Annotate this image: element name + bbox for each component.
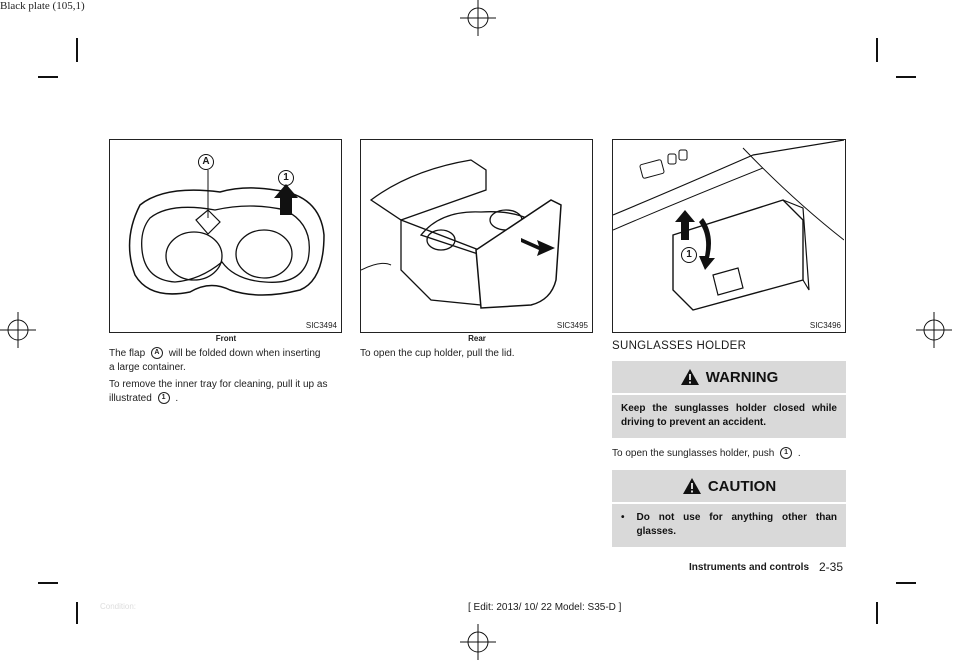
- warning-triangle-icon: [680, 369, 699, 385]
- crop-mark: [876, 38, 878, 62]
- figure-code: SIC3495: [556, 321, 588, 330]
- registration-mark-icon: [460, 624, 496, 660]
- figure-code: SIC3494: [305, 321, 337, 330]
- sunglasses-holder-illustration: [613, 140, 844, 311]
- warning-title: WARNING: [705, 368, 779, 386]
- warning-text: Keep the sunglasses holder closed while …: [621, 403, 837, 428]
- crop-mark: [896, 76, 916, 78]
- registration-mark-icon: [0, 312, 36, 348]
- crop-mark: [38, 76, 58, 78]
- caution-title: CAUTION: [707, 477, 777, 495]
- figure-caption-rear: Rear: [468, 334, 486, 343]
- callout-1: 1: [278, 170, 294, 186]
- registration-mark-icon: [460, 0, 496, 36]
- figure-sunglasses-holder: 1 SIC3496: [612, 139, 846, 333]
- crop-mark: [76, 38, 78, 62]
- marker-1: 1: [780, 447, 793, 460]
- caution-box: CAUTION • Do not use for anything other …: [612, 470, 846, 547]
- warning-header: WARNING: [612, 361, 846, 395]
- callout-1: 1: [681, 247, 697, 263]
- condition-label: Condition:: [100, 602, 137, 611]
- caution-header: CAUTION: [612, 470, 846, 504]
- front-cup-holder-illustration: [128, 170, 325, 296]
- bullet: •: [621, 512, 625, 523]
- crop-mark: [38, 582, 58, 584]
- crop-mark: [896, 582, 916, 584]
- edit-info: [ Edit: 2013/ 10/ 22 Model: S35-D ]: [468, 602, 622, 613]
- warning-triangle-icon: [682, 478, 701, 494]
- plate-label: Black plate (105,1): [0, 0, 85, 12]
- marker-a: A: [150, 347, 163, 360]
- open-cup-holder-paragraph: To open the cup holder, pull the lid.: [360, 348, 515, 359]
- marker-1: 1: [157, 392, 170, 405]
- figure-front-cup-holder: A 1 SIC3494: [109, 139, 342, 333]
- section-heading: SUNGLASSES HOLDER: [612, 340, 747, 352]
- registration-mark-icon: [916, 312, 952, 348]
- crop-mark: [76, 602, 78, 624]
- caution-text: • Do not use for anything other than gla…: [621, 512, 837, 537]
- footer-section-title: Instruments and controls: [688, 562, 809, 573]
- figure-code: SIC3496: [809, 321, 841, 330]
- rear-cup-holder-illustration: [361, 159, 562, 309]
- figure-caption-front: Front: [215, 334, 237, 343]
- page-number: 2-35: [819, 560, 844, 574]
- remove-tray-paragraph: To remove the inner tray for cleaning, p…: [109, 379, 328, 405]
- callout-a: A: [198, 154, 214, 170]
- open-sunglasses-paragraph: To open the sunglasses holder, push 1 .: [612, 447, 801, 460]
- warning-box: WARNING Keep the sunglasses holder close…: [612, 361, 846, 438]
- crop-mark: [876, 602, 878, 624]
- flap-paragraph: The flap A will be folded down when inse…: [109, 347, 321, 373]
- figure-rear-cup-holder: SIC3495: [360, 139, 593, 333]
